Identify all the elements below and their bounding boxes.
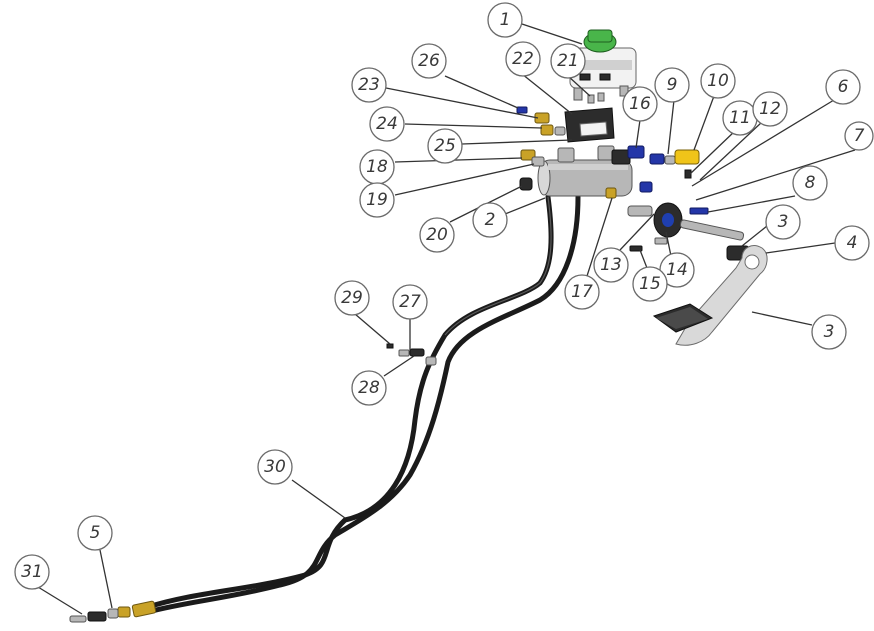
svg-text:27: 27: [399, 292, 421, 312]
leader-lines: [37, 23, 856, 615]
svg-text:16: 16: [629, 94, 651, 114]
switch-assembly: [627, 145, 700, 179]
callout-9: 9: [654, 67, 690, 103]
callout-23: 23: [351, 67, 387, 103]
inlet-fittings: [516, 106, 566, 136]
callout-25: 25: [427, 128, 463, 164]
callout-2: 2: [472, 202, 508, 238]
callout-18: 18: [359, 149, 395, 185]
callout-29: 29: [334, 280, 370, 316]
callout-17: 17: [564, 274, 600, 310]
svg-text:3: 3: [778, 212, 789, 232]
callout-11: 11: [722, 100, 758, 136]
svg-text:8: 8: [805, 173, 816, 193]
callout-6: 6: [825, 69, 861, 105]
mounting-bracket: [564, 92, 615, 143]
callout-15: 15: [632, 266, 668, 302]
svg-text:14: 14: [666, 260, 688, 280]
callout-24: 24: [369, 106, 405, 142]
svg-text:4: 4: [847, 233, 858, 253]
callout-10: 10: [700, 63, 736, 99]
svg-text:18: 18: [366, 157, 388, 177]
svg-text:28: 28: [358, 378, 380, 398]
svg-text:26: 26: [418, 51, 440, 71]
callout-26: 26: [411, 43, 447, 79]
svg-text:5: 5: [90, 523, 101, 543]
svg-text:3: 3: [824, 322, 835, 342]
svg-text:17: 17: [571, 282, 593, 302]
callout-30: 30: [257, 449, 293, 485]
callout-3-pedal: 3: [811, 314, 847, 350]
svg-text:1: 1: [500, 10, 511, 30]
svg-text:29: 29: [341, 288, 363, 308]
hydraulic-hoses: [145, 194, 581, 615]
callout-12: 12: [752, 91, 788, 127]
pushrod-assembly: [627, 181, 750, 261]
callout-20: 20: [419, 217, 455, 253]
svg-text:7: 7: [854, 126, 865, 146]
svg-text:30: 30: [264, 457, 286, 477]
callout-5: 4: [834, 225, 870, 261]
callouts: 1 2 3 3 4 5 31 6 7 8 9 10 11 12 13 14 15…: [14, 2, 874, 590]
callout-19: 19: [359, 182, 395, 218]
callout-16: 16: [622, 86, 658, 122]
callout-31: 31: [14, 554, 50, 590]
hose-end-fittings: [69, 600, 157, 623]
svg-text:11: 11: [729, 108, 751, 128]
svg-text:25: 25: [434, 136, 456, 156]
callout-28: 28: [351, 370, 387, 406]
master-cylinder: [537, 145, 633, 199]
svg-text:9: 9: [667, 75, 678, 95]
callout-4: 5: [77, 515, 113, 551]
callout-22: 22: [505, 41, 541, 77]
callout-8: 8: [792, 165, 828, 201]
svg-text:10: 10: [707, 71, 729, 91]
callout-21: 21: [550, 43, 586, 79]
callout-27: 27: [392, 284, 428, 320]
svg-text:19: 19: [366, 190, 388, 210]
callout-7: 7: [844, 121, 874, 151]
line-fittings: [386, 343, 437, 366]
svg-text:13: 13: [600, 255, 622, 275]
svg-text:20: 20: [426, 225, 448, 245]
callout-1: 1: [487, 2, 523, 38]
svg-text:31: 31: [21, 562, 43, 582]
svg-text:12: 12: [759, 99, 781, 119]
outlet-fittings: [519, 149, 545, 191]
svg-text:6: 6: [838, 77, 849, 97]
svg-text:23: 23: [358, 75, 380, 95]
svg-text:21: 21: [557, 51, 579, 71]
svg-text:15: 15: [639, 274, 661, 294]
clutch-pedal: [652, 245, 768, 346]
svg-text:2: 2: [485, 210, 496, 230]
svg-text:24: 24: [376, 114, 398, 134]
callout-3-upper: 3: [765, 204, 801, 240]
callout-13: 13: [593, 247, 629, 283]
fluid-reservoir: [569, 29, 637, 101]
svg-text:22: 22: [512, 49, 534, 69]
